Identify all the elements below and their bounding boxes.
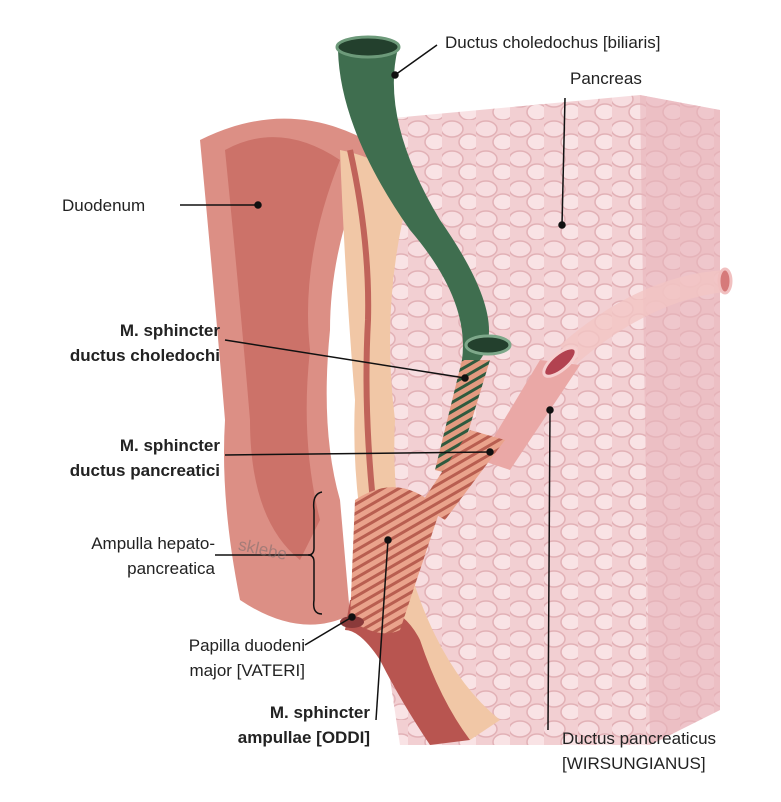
label-line: Ampulla hepato-	[91, 534, 215, 553]
label-pancreas: Pancreas	[570, 69, 642, 88]
label-line: Papilla duodeni	[188, 636, 305, 655]
label-ductus-choledochus: Ductus choledochus [biliaris]	[445, 33, 661, 52]
ampulla-sphincter	[350, 487, 440, 634]
label-line: M. sphincter	[269, 703, 370, 722]
label-line: ampullae [ODDI]	[237, 728, 370, 747]
label-sphincter-choledochi: M. sphincter ductus choledochi	[60, 318, 220, 368]
label-duodenum: Duodenum	[62, 196, 146, 215]
label-sphincter-ampullae: M. sphincter ampullae [ODDI]	[200, 700, 370, 750]
label-line: ductus choledochi	[69, 346, 220, 365]
label-sphincter-pancreatici: M. sphincter ductus pancreatici	[40, 433, 220, 483]
label-line: M. sphincter	[119, 436, 220, 455]
label-line: pancreatica	[127, 559, 215, 578]
label-line: Ductus pancreaticus	[562, 729, 717, 748]
papilla-opening	[340, 616, 364, 628]
label-line: M. sphincter	[119, 321, 220, 340]
label-ductus-pancreaticus: Ductus pancreaticus [WIRSUNGIANUS]	[562, 726, 716, 776]
label-ampulla: Ampulla hepato- pancreatica	[40, 531, 215, 581]
label-papilla: Papilla duodeni major [VATERI]	[130, 633, 305, 683]
label-line: [WIRSUNGIANUS]	[562, 754, 706, 773]
label-line: major [VATERI]	[189, 661, 305, 680]
leader-lines	[180, 44, 566, 731]
bile-duct	[335, 35, 512, 475]
label-line: ductus pancreatici	[69, 461, 220, 480]
